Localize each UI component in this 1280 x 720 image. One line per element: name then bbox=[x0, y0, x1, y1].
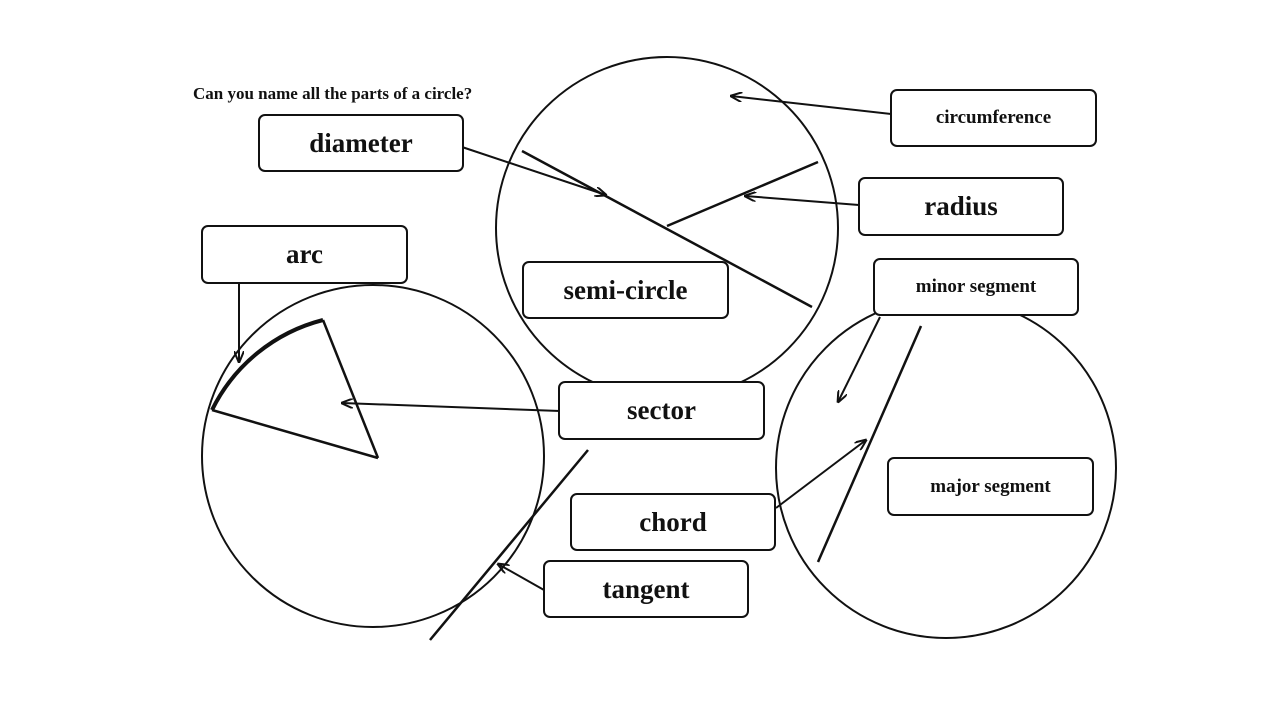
sector-radius-1 bbox=[211, 408, 379, 460]
chord-arrow bbox=[775, 440, 866, 509]
chord-line bbox=[816, 325, 923, 563]
sector-arrow bbox=[342, 403, 561, 412]
diameter-arrow bbox=[461, 146, 606, 195]
sector-label: sector bbox=[558, 381, 765, 440]
tangent-line bbox=[429, 449, 589, 641]
circumference-arrow bbox=[731, 96, 892, 115]
chord-label: chord bbox=[570, 493, 776, 551]
radius-line bbox=[666, 160, 819, 228]
minor-segment-label: minor segment bbox=[873, 258, 1079, 316]
semi-circle-label: semi-circle bbox=[522, 261, 729, 319]
circumference-label: circumference bbox=[890, 89, 1097, 147]
tangent-label: tangent bbox=[543, 560, 749, 618]
left-circle bbox=[201, 284, 545, 628]
minor-segment-arrow bbox=[838, 316, 881, 402]
tangent-arrow bbox=[498, 564, 545, 591]
diameter-line bbox=[521, 149, 813, 309]
question-heading: Can you name all the parts of a circle? bbox=[193, 84, 473, 103]
arc-highlight bbox=[210, 318, 324, 411]
diameter-label: diameter bbox=[258, 114, 464, 172]
radius-label: radius bbox=[858, 177, 1064, 236]
major-segment-label: major segment bbox=[887, 457, 1094, 516]
arc-label: arc bbox=[201, 225, 408, 284]
radius-arrow bbox=[745, 196, 860, 206]
sector-radius-2 bbox=[321, 319, 380, 459]
